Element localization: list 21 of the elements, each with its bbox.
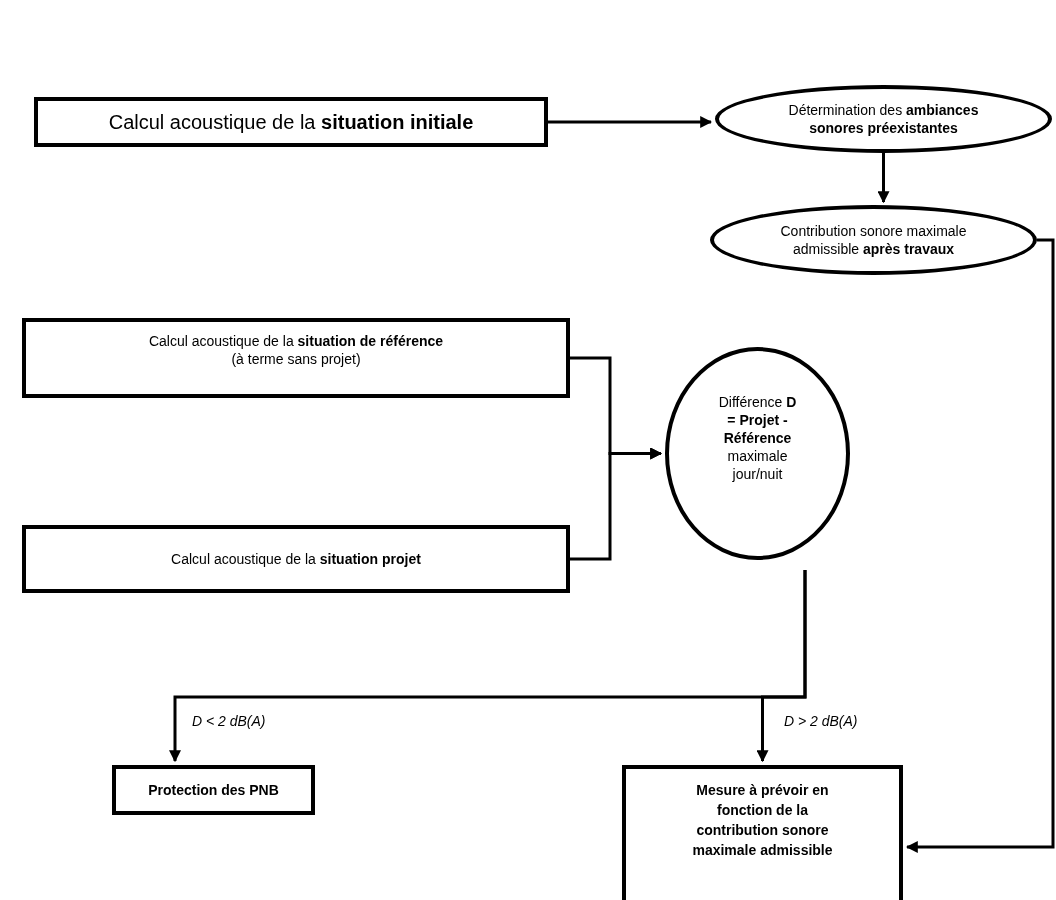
- node-text: Mesure à prévoir en fonction de la contribution sonore maximale admissible: [691, 781, 834, 860]
- node-text: Calcul acoustique de la situation initiale: [108, 109, 474, 135]
- edge-label: D > 2 dB(A): [784, 712, 858, 730]
- node-text: Calcul acoustique de la situation de référence: [147, 332, 445, 350]
- node-text: (à terme sans projet): [230, 350, 362, 368]
- process-box: [34, 97, 548, 147]
- node-text: Calcul acoustique de la situation projet: [170, 550, 422, 568]
- arrow: [570, 447, 663, 561]
- process-box: [112, 765, 315, 815]
- node-text: Différence D = Projet - Référence maximale jour/nuit: [717, 392, 798, 484]
- edge-label: D < 2 dB(A): [192, 712, 266, 730]
- node-text: Contribution sonore maximale admissible après travaux: [779, 222, 968, 258]
- arrow: [756, 570, 807, 763]
- process-box: [22, 318, 570, 398]
- arrow: [905, 238, 1055, 853]
- node-text: Protection des PNB: [148, 781, 279, 799]
- arrow: [548, 116, 713, 128]
- arrow: [877, 153, 890, 204]
- process-box: [622, 765, 903, 900]
- process-box: [22, 525, 570, 593]
- node-text: Détermination des ambiances sonores préexistantes: [787, 101, 980, 137]
